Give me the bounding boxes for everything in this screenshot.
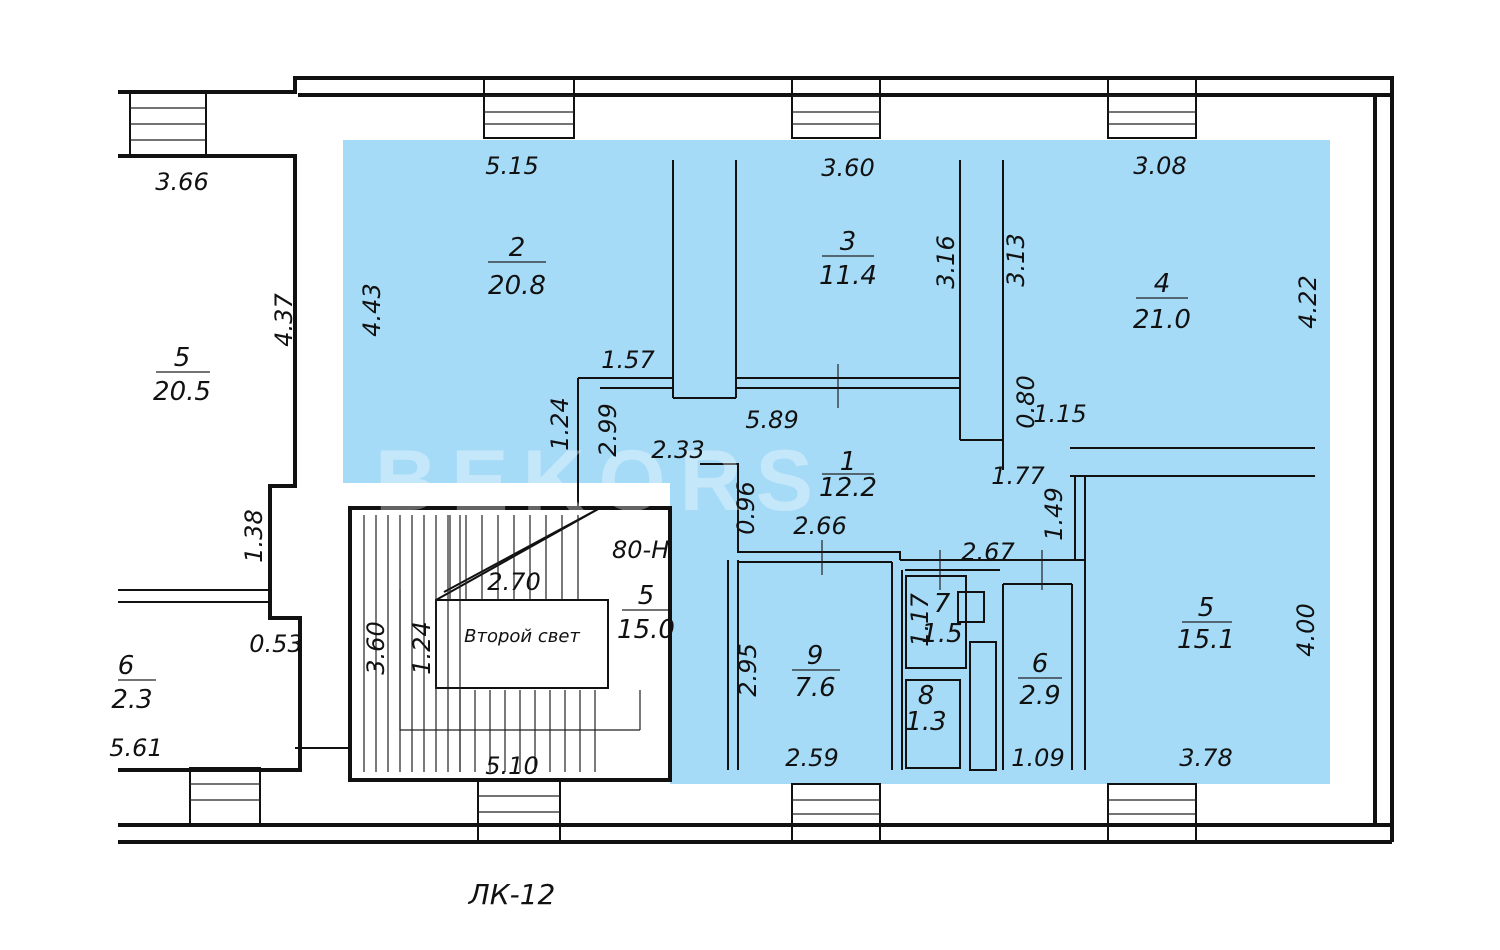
dimension: 1.57 <box>601 346 655 374</box>
dimension: 3.08 <box>1133 152 1186 180</box>
dimension: 3.16 <box>932 235 960 288</box>
room-number: 5 <box>1198 593 1215 623</box>
dimension: 1.17 <box>906 593 934 647</box>
room-number: 5 <box>174 343 191 373</box>
room-number: 6 <box>1032 649 1049 679</box>
room-number: 7 <box>934 589 951 619</box>
dimension: 4.00 <box>1292 603 1320 656</box>
dimension: 4.43 <box>358 283 386 336</box>
dimension: 1.09 <box>1011 744 1064 772</box>
dimension: 0.53 <box>249 630 302 658</box>
room-area: 20.5 <box>153 377 211 407</box>
dimension: 2.99 <box>594 403 622 456</box>
dimension: 2.66 <box>793 512 846 540</box>
dimension: 1.49 <box>1040 487 1068 540</box>
dimension: 2.95 <box>734 643 762 696</box>
dimension: 1.24 <box>546 397 574 450</box>
stair-caption: Второй свет <box>464 626 580 647</box>
dimension: 4.37 <box>270 293 298 347</box>
room-area: 1.5 <box>921 619 962 649</box>
room-number: 2 <box>509 233 526 263</box>
dimension: 5.61 <box>109 734 162 762</box>
dimension: 3.60 <box>362 621 390 674</box>
dimension: 3.60 <box>821 154 874 182</box>
watermark: BEKORS <box>375 433 827 529</box>
room-area: 21.0 <box>1133 305 1191 335</box>
room-area: 1.3 <box>905 707 946 737</box>
dimension: 0.80 <box>1012 375 1040 428</box>
dimension: 3.66 <box>155 168 208 196</box>
dimension: 3.13 <box>1002 233 1030 286</box>
dimension: 1.77 <box>991 462 1045 490</box>
highlighted-apartment <box>343 140 1330 784</box>
sheet-label: ЛК-12 <box>468 878 556 911</box>
dimension: 5.10 <box>485 752 538 780</box>
dimension: 2.70 <box>487 568 540 596</box>
room-area: 12.2 <box>819 473 877 503</box>
top-windows <box>129 77 1197 157</box>
dimension: 0.96 <box>732 481 760 534</box>
room-number: 6 <box>118 651 135 681</box>
room-area: 7.6 <box>794 673 835 703</box>
dimension: 3.78 <box>1179 744 1232 772</box>
room-number: 4 <box>1154 269 1171 299</box>
dimension: 2.67 <box>961 538 1015 566</box>
room-number: 1 <box>840 447 857 477</box>
room-number: 5 <box>638 581 655 611</box>
room-area: 2.9 <box>1019 681 1060 711</box>
vertical-dimension-labels: 4.37 1.38 4.43 3.16 3.13 4.22 1.24 2.99 … <box>240 233 1322 696</box>
dimension: 5.89 <box>745 406 798 434</box>
dimension: 1.38 <box>240 509 268 562</box>
room-labels: 1 12.2 2 20.8 3 11.4 4 21.0 5 15.1 6 2.9… <box>111 227 1235 737</box>
room-area: 11.4 <box>819 261 877 291</box>
dimension: 2.33 <box>651 436 704 464</box>
dimension: 1.15 <box>1033 400 1086 428</box>
room-number: 8 <box>918 681 935 711</box>
room-number: 3 <box>840 227 857 257</box>
room-area: 15.0 <box>617 615 675 645</box>
stair-steps <box>363 515 596 772</box>
dimension: 2.59 <box>785 744 838 772</box>
room-number: 9 <box>807 641 824 671</box>
stair-mark: 80-Н <box>612 536 669 564</box>
interior-walls <box>577 160 1315 771</box>
room-area: 2.3 <box>111 685 152 715</box>
left-apartment-walls <box>118 154 350 772</box>
dimension: 4.22 <box>1294 275 1322 328</box>
dimension: 5.15 <box>485 152 538 180</box>
room-area: 20.8 <box>488 271 546 301</box>
dimension-labels: 3.66 0.53 5.61 5.15 3.60 3.08 1.57 5.89 … <box>109 152 1232 780</box>
dimension: 1.24 <box>408 621 436 674</box>
room-area: 15.1 <box>1177 625 1235 655</box>
staircase <box>348 506 672 782</box>
